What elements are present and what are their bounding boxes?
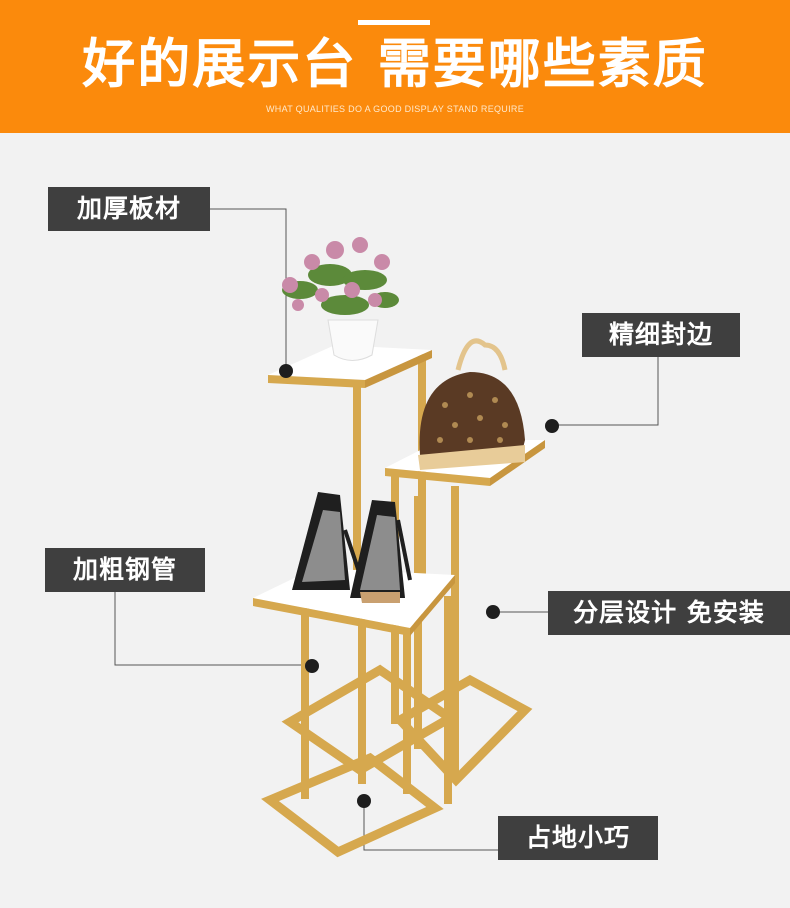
dot-thick-board [279,364,293,378]
label-thick-pipe: 加粗钢管 [45,548,205,592]
dot-small-footprint [357,794,371,808]
header-accent-bar [358,20,430,25]
callout-lines [114,208,659,851]
page-subtitle: WHAT QUALITIES DO A GOOD DISPLAY STAND R… [265,104,525,114]
callout-dots [279,364,559,808]
callout-line-small-footprint [363,802,498,851]
dot-layered [486,605,500,619]
label-small-footprint: 占地小巧 [498,816,658,860]
handbag-icon [418,338,525,470]
label-thick-board: 加厚板材 [48,187,210,231]
callout-line-thick-pipe [114,590,312,666]
header-banner: 好的展示台 需要哪些素质 WHAT QUALITIES DO A GOOD DI… [0,0,790,133]
label-fine-edge: 精细封边 [582,313,740,357]
base-front [261,752,444,858]
high-heel-shoes-icon [292,492,412,603]
page-title: 好的展示台 需要哪些素质 [82,34,708,95]
top-shelf [268,345,432,388]
label-layered-design: 分层设计 免安装 [548,591,790,635]
callout-line-thick-board [210,208,287,370]
dot-fine-edge [545,419,559,433]
flower-pot-icon [282,237,399,361]
bottom-shelf [253,568,455,636]
dot-thick-pipe [305,659,319,673]
